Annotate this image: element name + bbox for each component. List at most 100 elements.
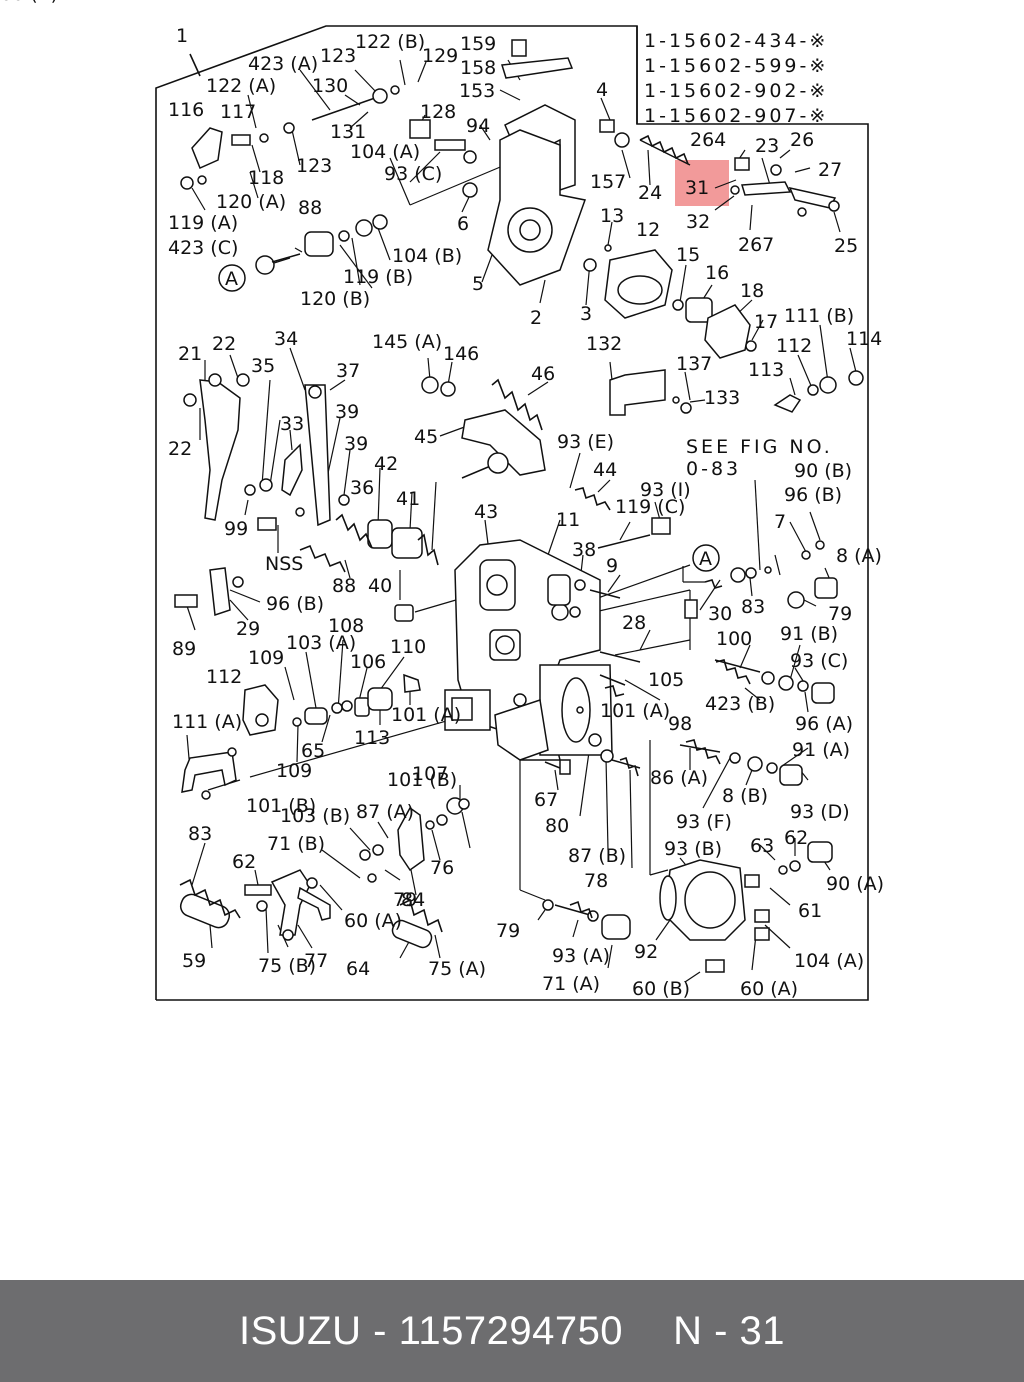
callout-label: 36: [350, 477, 374, 499]
callout-label: 29: [236, 618, 260, 640]
footer-part-number: 1157294750: [398, 1308, 624, 1353]
callout-label: 123: [320, 45, 356, 67]
callout-label: 34: [274, 328, 298, 350]
callout-label: 26: [790, 129, 814, 151]
leader-lines: [184, 59, 857, 983]
callout-label: 44: [593, 459, 617, 481]
callout-label: 77: [304, 950, 328, 972]
callout-label: 96 (B): [784, 484, 842, 506]
callout-label: 267: [738, 234, 774, 256]
callout-label: 90 (A): [826, 873, 884, 895]
callout-label: 75 (B): [258, 955, 316, 977]
callout-label: 8 (A): [836, 545, 882, 567]
callout-label: 39: [344, 433, 368, 455]
callout-label: 60 (B): [0, 0, 58, 5]
callout-label: 137: [676, 353, 712, 375]
callout-label: 93 (A): [552, 945, 610, 967]
callout-label: 38: [572, 539, 596, 561]
callout-label: 79: [828, 603, 852, 625]
footer-bar: ISUZU - 1157294750 N - 31: [0, 1280, 1024, 1382]
callout-label: 101 (A): [391, 704, 461, 726]
callout-label: 99: [224, 518, 248, 540]
callout-label: 86 (A): [650, 767, 708, 789]
callout-label: 22: [168, 438, 192, 460]
callout-label: 30: [708, 603, 732, 625]
callout-label: 17: [754, 311, 778, 333]
callout-label: 2: [530, 307, 542, 329]
callout-label: 4: [596, 79, 608, 101]
callout-label: 45: [414, 426, 438, 448]
callout-label: 112: [776, 335, 812, 357]
callout-label: 105: [648, 669, 684, 691]
callout-label: 104 (A): [794, 950, 864, 972]
callout-label: 101 (A): [600, 700, 670, 722]
callout-label: 130: [312, 75, 348, 97]
callout-label: 158: [460, 57, 496, 79]
callout-label: 157: [590, 171, 626, 193]
callout-label: 42: [374, 453, 398, 475]
callout-label: 114: [846, 328, 882, 350]
callout-label: 111 (B): [784, 305, 854, 327]
callout-label: 12: [636, 219, 660, 241]
callout-label: 153: [459, 80, 495, 102]
diagram-frame: [155, 25, 869, 1001]
callout-label: 41: [396, 488, 420, 510]
see-fig-line-1: SEE FIG NO.: [686, 436, 833, 458]
callout-label: 62: [232, 851, 256, 873]
callout-label: 62: [784, 827, 808, 849]
callout-label: 109: [248, 647, 284, 669]
callout-label: 90 (B): [794, 460, 852, 482]
callout-label: 159: [460, 33, 496, 55]
callout-label: 91 (A): [792, 739, 850, 761]
callout-label: 67: [534, 789, 558, 811]
callout-label: 8 (B): [722, 785, 768, 807]
callout-label: 71 (A): [542, 973, 600, 995]
callout-label: 423 (B): [705, 693, 775, 715]
callout-label: 60 (A): [740, 978, 798, 1000]
part-number-1: 1-15602-434-※: [644, 30, 828, 52]
callout-label: 109: [276, 760, 312, 782]
callout-label: 33: [280, 413, 304, 435]
callout-label: 78: [584, 870, 608, 892]
callout-label: 104 (B): [392, 245, 462, 267]
callout-label: 79: [393, 889, 417, 911]
callout-label: 5: [472, 273, 484, 295]
callout-label: 79: [496, 920, 520, 942]
callout-label: 112: [206, 666, 242, 688]
callout-label: 83: [741, 596, 765, 618]
part-number-3: 1-15602-902-※: [644, 80, 828, 102]
callout-label: 119 (B): [343, 266, 413, 288]
callout-label: 117: [220, 101, 256, 123]
callout-label: 107: [412, 763, 448, 785]
see-fig-line-2: 0-83: [686, 458, 741, 480]
callout-label: 32: [686, 211, 710, 233]
callout-label: 11: [556, 509, 580, 531]
callout-label: 18: [740, 280, 764, 302]
callout-label: 264: [690, 129, 726, 151]
callout-label: 27: [818, 159, 842, 181]
callout-label: 129: [422, 45, 458, 67]
callout-label: 120 (B): [300, 288, 370, 310]
reference-a-right: A: [699, 548, 712, 570]
callout-label: 120 (A): [216, 191, 286, 213]
callout-label: 15: [676, 244, 700, 266]
callout-label: 92: [634, 941, 658, 963]
see-fig-note: SEE FIG NO. 0-83: [686, 436, 833, 480]
callout-label-highlighted: 31: [685, 177, 709, 199]
callout-label: 9: [606, 555, 618, 577]
callout-label: 21: [178, 343, 202, 365]
callout-label: NSS: [265, 553, 303, 575]
callout-label: 84: [401, 889, 425, 911]
callout-label: 25: [834, 235, 858, 257]
callout-label: 87 (B): [568, 845, 626, 867]
callout-label: 13: [600, 205, 624, 227]
callout-label: 16: [705, 262, 729, 284]
callout-label: 6: [457, 213, 469, 235]
callout-label: 103 (A): [286, 632, 356, 654]
callout-label: 94: [466, 115, 490, 137]
callout-label: 89: [172, 638, 196, 660]
callout-label: 60 (B): [632, 978, 690, 1000]
callout-label: 118: [248, 167, 284, 189]
callout-label: 101 (B): [246, 795, 316, 817]
